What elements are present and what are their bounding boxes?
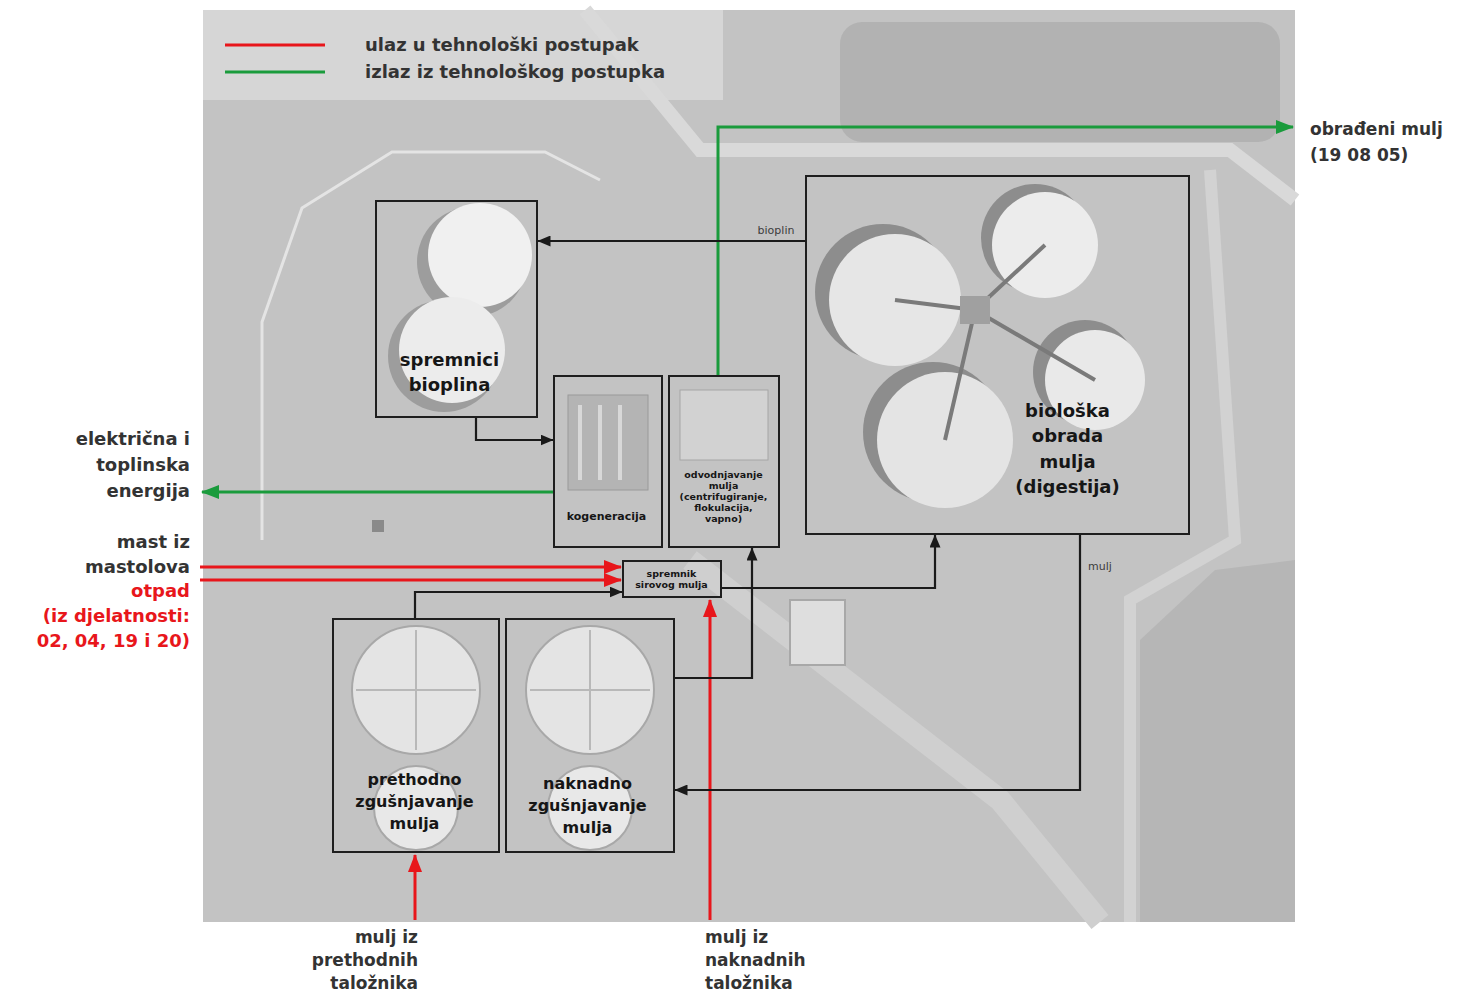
- road: [1130, 170, 1235, 922]
- output-arrow: [202, 491, 553, 494]
- input-label: mast iz mastolova: [84, 529, 190, 579]
- thickener: [526, 626, 654, 754]
- box-label: spremnik sirovog mulja: [635, 568, 709, 590]
- input-arrow: [709, 600, 712, 920]
- flow-arrow: [722, 535, 935, 588]
- thickener: [352, 626, 480, 754]
- input-label: mulj iz prethodnih taložnika: [311, 926, 418, 995]
- thickener-box: naknadno zgušnjavanje mulja: [505, 618, 675, 853]
- storage-tank-box: spremnici bioplina: [375, 200, 538, 418]
- legend-entry: izlaz iz tehnološkog postupka: [365, 61, 665, 83]
- grass-field: [1140, 560, 1295, 922]
- building: [960, 296, 990, 324]
- road: [585, 10, 1295, 200]
- connectors: [415, 241, 1080, 790]
- input-arrow: [414, 855, 417, 920]
- building: [568, 395, 648, 490]
- flow-label: bioplin: [758, 224, 795, 237]
- thickener-bridge: [356, 630, 476, 750]
- building: [790, 600, 845, 665]
- thickener-box: prethodno zgušnjavanje mulja: [332, 618, 500, 853]
- legend-text: izlaz iz tehnološkog postupka: [365, 61, 665, 82]
- gas-tank: [428, 203, 532, 307]
- box-label: prethodno zgušnjavanje mulja: [355, 769, 474, 835]
- input-arrow: [200, 579, 621, 582]
- box-label: biološka obrada mulja (digestija): [1015, 398, 1120, 500]
- building: [372, 520, 384, 532]
- photo-ground: [203, 10, 1295, 922]
- flow-arrow: [675, 535, 1080, 790]
- roof-detail: [580, 405, 620, 480]
- input-label: mulj iz naknadnih taložnika: [705, 926, 807, 995]
- building: [680, 390, 768, 460]
- thickener-bridge: [530, 630, 650, 750]
- legend-line: [225, 71, 325, 74]
- grass-field: [840, 22, 1280, 142]
- flow-label: mulj: [1088, 560, 1112, 573]
- process-box: spremnik sirovog mulja: [622, 560, 722, 598]
- flow-arrow: [415, 592, 622, 618]
- box-label: odvodnjavanje mulja (centrifugiranje, fl…: [679, 469, 768, 524]
- box-label: spremnici bioplina: [400, 347, 500, 397]
- flow-arrow: [538, 240, 805, 242]
- legend-line: [225, 44, 325, 47]
- legend-text: ulaz u tehnološki postupak: [365, 34, 639, 55]
- input-label: (iz djelatnosti: 02, 04, 19 i 20): [35, 603, 190, 653]
- input-arrow: [200, 566, 621, 569]
- process-box: odvodnjavanje mulja (centrifugiranje, fl…: [668, 375, 780, 548]
- input-label: otpad: [130, 578, 190, 603]
- output-label: električna i toplinska energija: [68, 426, 190, 504]
- flow-arrow: [476, 418, 553, 440]
- gas-tank: [399, 297, 505, 403]
- fence: [262, 152, 600, 540]
- output-label: obrađeni mulj (19 08 05): [1310, 116, 1444, 168]
- box-label: naknadno zgušnjavanje mulja: [528, 773, 647, 839]
- box-label: kogeneracija: [566, 510, 647, 523]
- process-box: kogeneracija: [553, 375, 663, 548]
- legend-entry: ulaz u tehnološki postupak: [365, 34, 639, 56]
- digester-box: biološka obrada mulja (digestija): [805, 175, 1190, 535]
